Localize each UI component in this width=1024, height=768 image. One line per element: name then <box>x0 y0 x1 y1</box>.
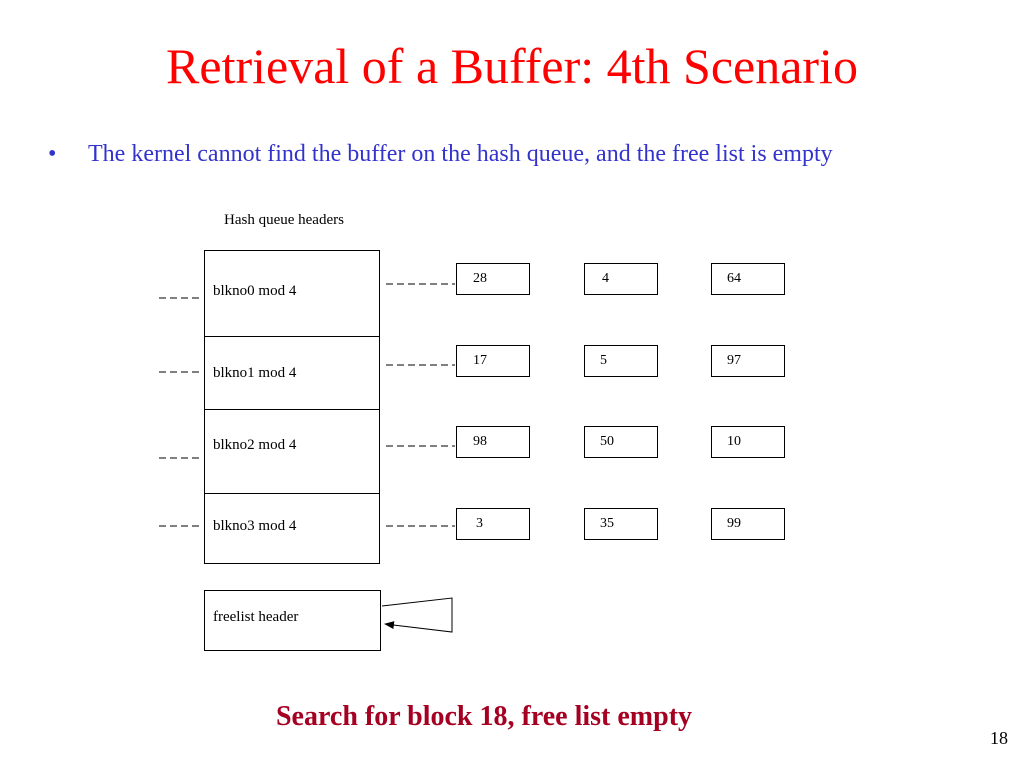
buffer-block-number: 35 <box>600 516 614 531</box>
buffer-block-number: 10 <box>727 434 741 449</box>
buffer-block-28: 28 <box>456 263 530 295</box>
buffer-block-number: 28 <box>473 271 487 286</box>
buffer-block-99: 99 <box>711 508 785 540</box>
buffer-block-98: 98 <box>456 426 530 458</box>
freelist-header-label: freelist header <box>213 609 299 625</box>
hash-queue-header-1: blkno1 mod 4 <box>205 336 379 409</box>
slide-caption: Search for block 18, free list empty <box>275 701 693 732</box>
hash-queue-headers-table: blkno0 mod 4 blkno1 mod 4 blkno2 mod 4 b… <box>204 250 380 564</box>
hash-queue-header-label: blkno3 mod 4 <box>213 518 297 534</box>
freelist-empty-loop-arrow <box>381 597 453 633</box>
buffer-block-number: 97 <box>727 353 741 368</box>
bullet-text: The kernel cannot find the buffer on the… <box>88 141 833 167</box>
slide-title: Retrieval of a Buffer: 4th Scenario <box>166 38 858 94</box>
buffer-block-number: 64 <box>727 271 741 286</box>
buffer-block-number: 99 <box>727 516 741 531</box>
buffer-block-17: 17 <box>456 345 530 377</box>
buffer-block-3: 3 <box>456 508 530 540</box>
hash-queue-header-2: blkno2 mod 4 <box>205 409 379 493</box>
hash-queue-header-0: blkno0 mod 4 <box>205 251 379 336</box>
buffer-block-number: 98 <box>473 434 487 449</box>
buffer-block-10: 10 <box>711 426 785 458</box>
buffer-block-50: 50 <box>584 426 658 458</box>
freelist-header-box: freelist header <box>204 590 381 651</box>
buffer-block-number: 50 <box>600 434 614 449</box>
buffer-block-4: 4 <box>584 263 658 295</box>
buffer-block-number: 17 <box>473 353 487 368</box>
bullet-marker: • <box>48 141 57 167</box>
hash-queue-header-3: blkno3 mod 4 <box>205 493 379 563</box>
buffer-block-35: 35 <box>584 508 658 540</box>
buffer-block-97: 97 <box>711 345 785 377</box>
hash-queue-header-label: blkno2 mod 4 <box>213 437 297 453</box>
page-number: 18 <box>990 728 1008 748</box>
buffer-block-5: 5 <box>584 345 658 377</box>
hash-queue-headers-label: Hash queue headers <box>224 212 344 228</box>
buffer-block-number: 5 <box>600 353 607 368</box>
buffer-block-64: 64 <box>711 263 785 295</box>
buffer-block-number: 4 <box>602 271 609 286</box>
hash-queue-header-label: blkno0 mod 4 <box>213 283 297 299</box>
buffer-block-number: 3 <box>476 516 483 531</box>
hash-queue-header-label: blkno1 mod 4 <box>213 365 297 381</box>
